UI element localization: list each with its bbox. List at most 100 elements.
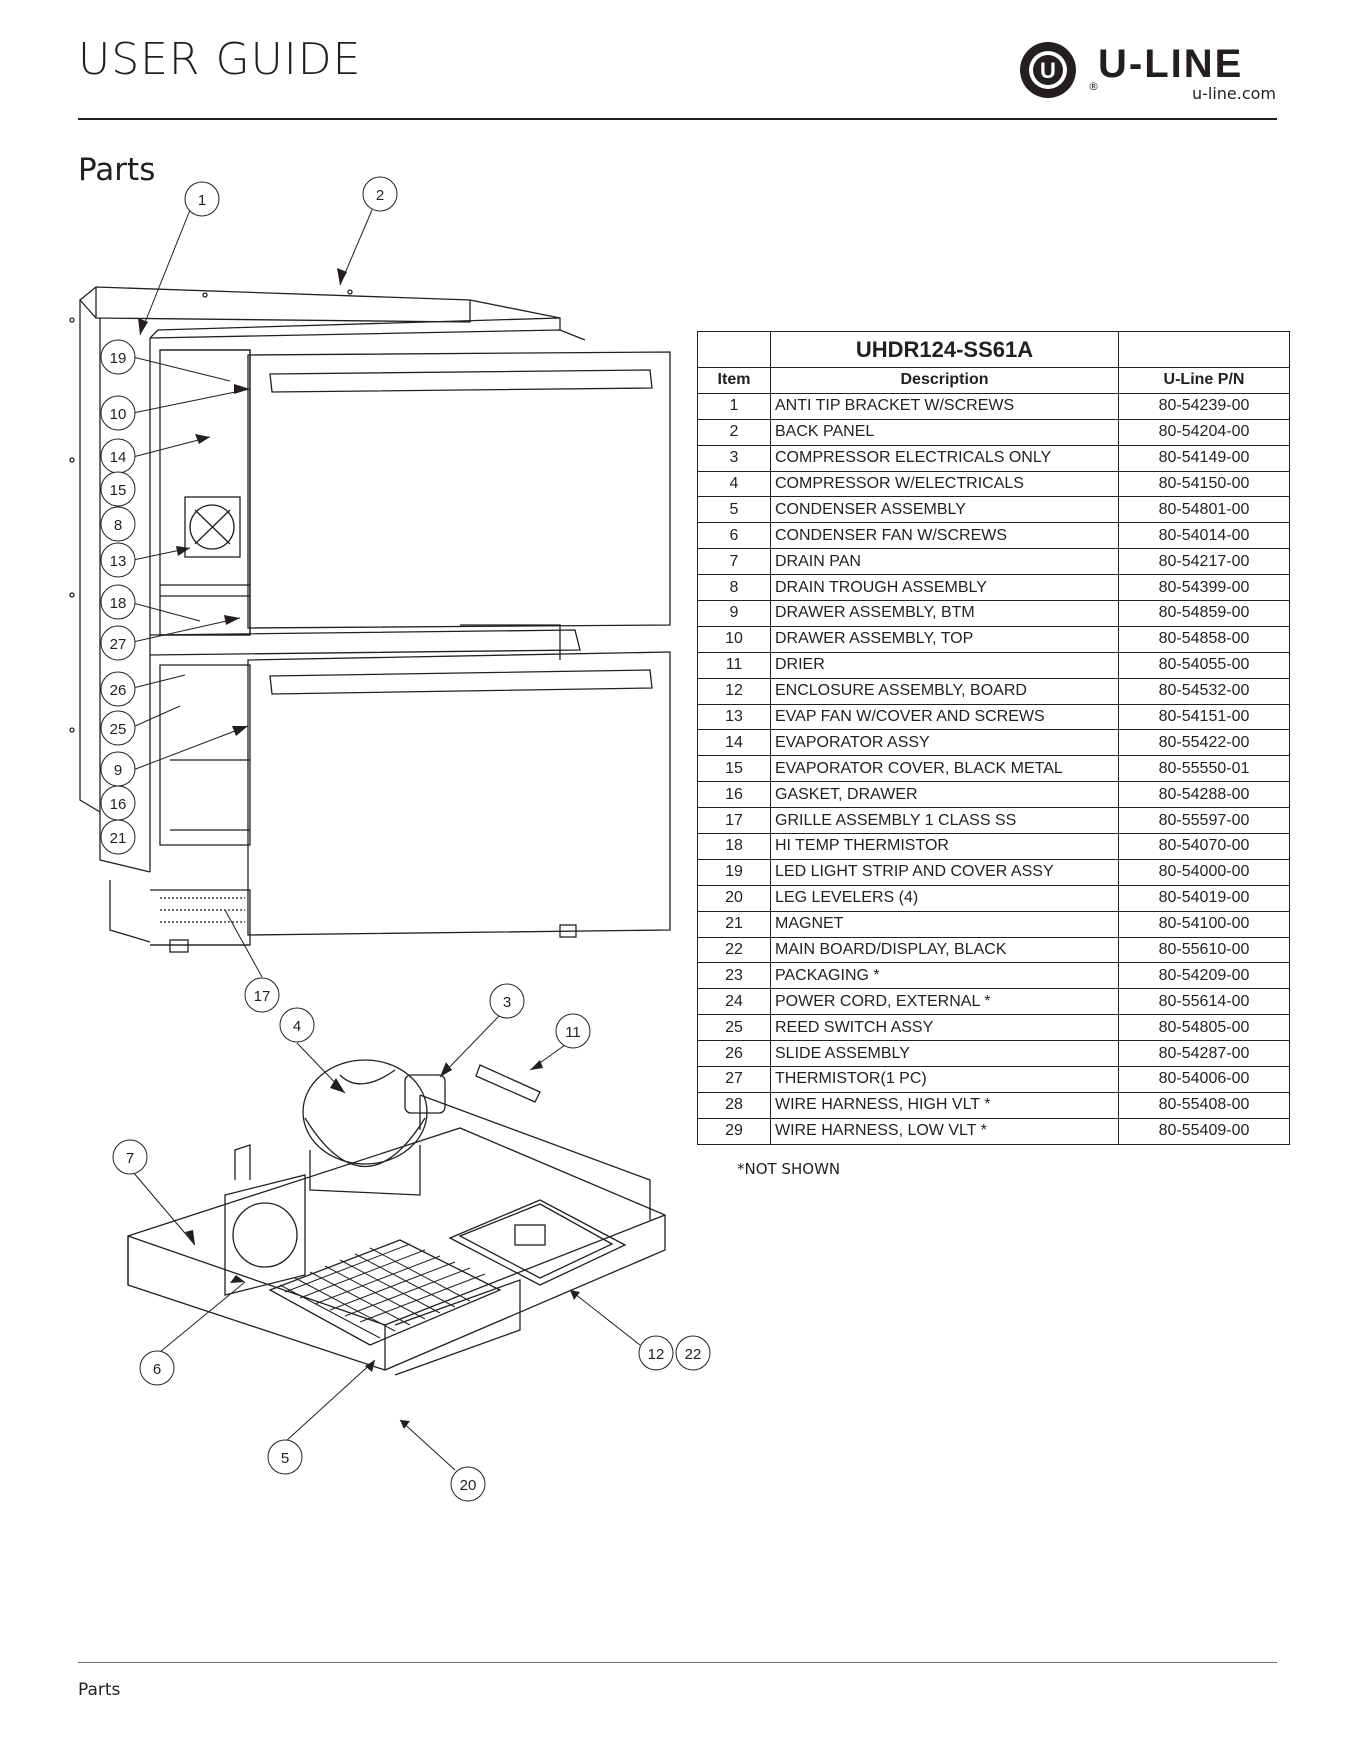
item-cell: 16 xyxy=(697,781,771,809)
item-cell: 26 xyxy=(697,1040,771,1068)
callout-26: 26 xyxy=(110,682,127,699)
description-cell: WIRE HARNESS, HIGH VLT * xyxy=(770,1091,1119,1119)
part-number-cell: 80-54801-00 xyxy=(1118,496,1290,524)
description-cell: BACK PANEL xyxy=(770,418,1119,446)
part-number-cell: 80-54399-00 xyxy=(1118,574,1290,602)
item-cell: 27 xyxy=(697,1066,771,1093)
item-cell: 25 xyxy=(697,1014,771,1042)
description-cell: DRAWER ASSEMBLY, BTM xyxy=(770,600,1119,627)
callout-18: 18 xyxy=(110,595,127,612)
description-cell: MAIN BOARD/DISPLAY, BLACK xyxy=(770,936,1119,964)
description-cell: EVAPORATOR COVER, BLACK METAL xyxy=(770,755,1119,783)
part-number-cell: 80-55422-00 xyxy=(1118,729,1290,757)
part-number-cell: 80-55597-00 xyxy=(1118,807,1290,835)
footer-divider xyxy=(78,1662,1277,1663)
item-cell: 8 xyxy=(697,574,771,602)
part-number-cell: 80-54859-00 xyxy=(1118,600,1290,627)
item-cell: 29 xyxy=(697,1117,771,1145)
item-cell: 11 xyxy=(697,651,771,679)
part-number-cell: 80-54288-00 xyxy=(1118,781,1290,809)
part-number-cell: 80-54217-00 xyxy=(1118,548,1290,576)
registered-mark: ® xyxy=(1088,80,1099,93)
part-number-cell: 80-54150-00 xyxy=(1118,470,1290,498)
parts-exploded-diagram: 1 2 19 10 14 15 8 13 18 27 26 25 9 16 21… xyxy=(69,176,711,1502)
callout-11: 11 xyxy=(565,1024,581,1041)
part-number-cell: 80-55409-00 xyxy=(1118,1117,1290,1145)
column-header-description: Description xyxy=(770,367,1119,394)
table-model-name: UHDR124-SS61A xyxy=(770,331,1119,368)
description-cell: DRIER xyxy=(770,651,1119,679)
item-cell: 15 xyxy=(697,755,771,783)
item-cell: 12 xyxy=(697,677,771,705)
callout-10: 10 xyxy=(110,406,127,423)
description-cell: EVAPORATOR ASSY xyxy=(770,729,1119,757)
section-title: Parts xyxy=(78,152,156,188)
part-number-cell: 80-55408-00 xyxy=(1118,1091,1290,1119)
table-model-spacer-right xyxy=(1118,331,1290,368)
part-number-cell: 80-54204-00 xyxy=(1118,418,1290,446)
part-number-cell: 80-54805-00 xyxy=(1118,1014,1290,1042)
callout-8: 8 xyxy=(114,517,122,534)
callout-20: 20 xyxy=(460,1477,477,1494)
item-cell: 23 xyxy=(697,962,771,990)
description-cell: REED SWITCH ASSY xyxy=(770,1014,1119,1042)
item-cell: 5 xyxy=(697,496,771,524)
callout-9: 9 xyxy=(114,762,122,779)
part-number-cell: 80-54070-00 xyxy=(1118,833,1290,860)
part-number-cell: 80-54239-00 xyxy=(1118,392,1290,420)
callout-1: 1 xyxy=(198,192,206,209)
part-number-cell: 80-54019-00 xyxy=(1118,884,1290,912)
item-cell: 20 xyxy=(697,884,771,912)
column-header-item: Item xyxy=(697,367,771,394)
callout-2: 2 xyxy=(376,187,384,204)
description-cell: MAGNET xyxy=(770,910,1119,938)
description-cell: CONDENSER ASSEMBLY xyxy=(770,496,1119,524)
u-line-logo-icon: U xyxy=(1020,42,1076,98)
description-cell: DRAIN TROUGH ASSEMBLY xyxy=(770,574,1119,602)
description-cell: POWER CORD, EXTERNAL * xyxy=(770,988,1119,1016)
callout-4: 4 xyxy=(293,1018,301,1035)
callout-5: 5 xyxy=(281,1450,289,1467)
callout-16: 16 xyxy=(110,796,127,813)
callout-14: 14 xyxy=(110,449,127,466)
part-number-cell: 80-54532-00 xyxy=(1118,677,1290,705)
item-cell: 3 xyxy=(697,444,771,472)
logo-letter: U xyxy=(1040,58,1056,83)
item-cell: 9 xyxy=(697,600,771,627)
item-cell: 14 xyxy=(697,729,771,757)
part-number-cell: 80-55550-01 xyxy=(1118,755,1290,783)
item-cell: 13 xyxy=(697,703,771,731)
description-cell: ENCLOSURE ASSEMBLY, BOARD xyxy=(770,677,1119,705)
part-number-cell: 80-55610-00 xyxy=(1118,936,1290,964)
description-cell: CONDENSER FAN W/SCREWS xyxy=(770,522,1119,550)
description-cell: LED LIGHT STRIP AND COVER ASSY xyxy=(770,858,1119,886)
item-cell: 22 xyxy=(697,936,771,964)
item-cell: 24 xyxy=(697,988,771,1016)
description-cell: THERMISTOR(1 PC) xyxy=(770,1066,1119,1093)
part-number-cell: 80-54149-00 xyxy=(1118,444,1290,472)
part-number-cell: 80-54014-00 xyxy=(1118,522,1290,550)
item-cell: 1 xyxy=(697,392,771,420)
brand-url[interactable]: u-line.com xyxy=(1191,84,1276,103)
page-header-title: USER GUIDE xyxy=(78,34,362,85)
brand-name: U-LINE xyxy=(1098,42,1244,86)
description-cell: HI TEMP THERMISTOR xyxy=(770,833,1119,860)
item-cell: 10 xyxy=(697,625,771,653)
callout-19: 19 xyxy=(110,350,127,367)
part-number-cell: 80-55614-00 xyxy=(1118,988,1290,1016)
part-number-cell: 80-54000-00 xyxy=(1118,858,1290,886)
